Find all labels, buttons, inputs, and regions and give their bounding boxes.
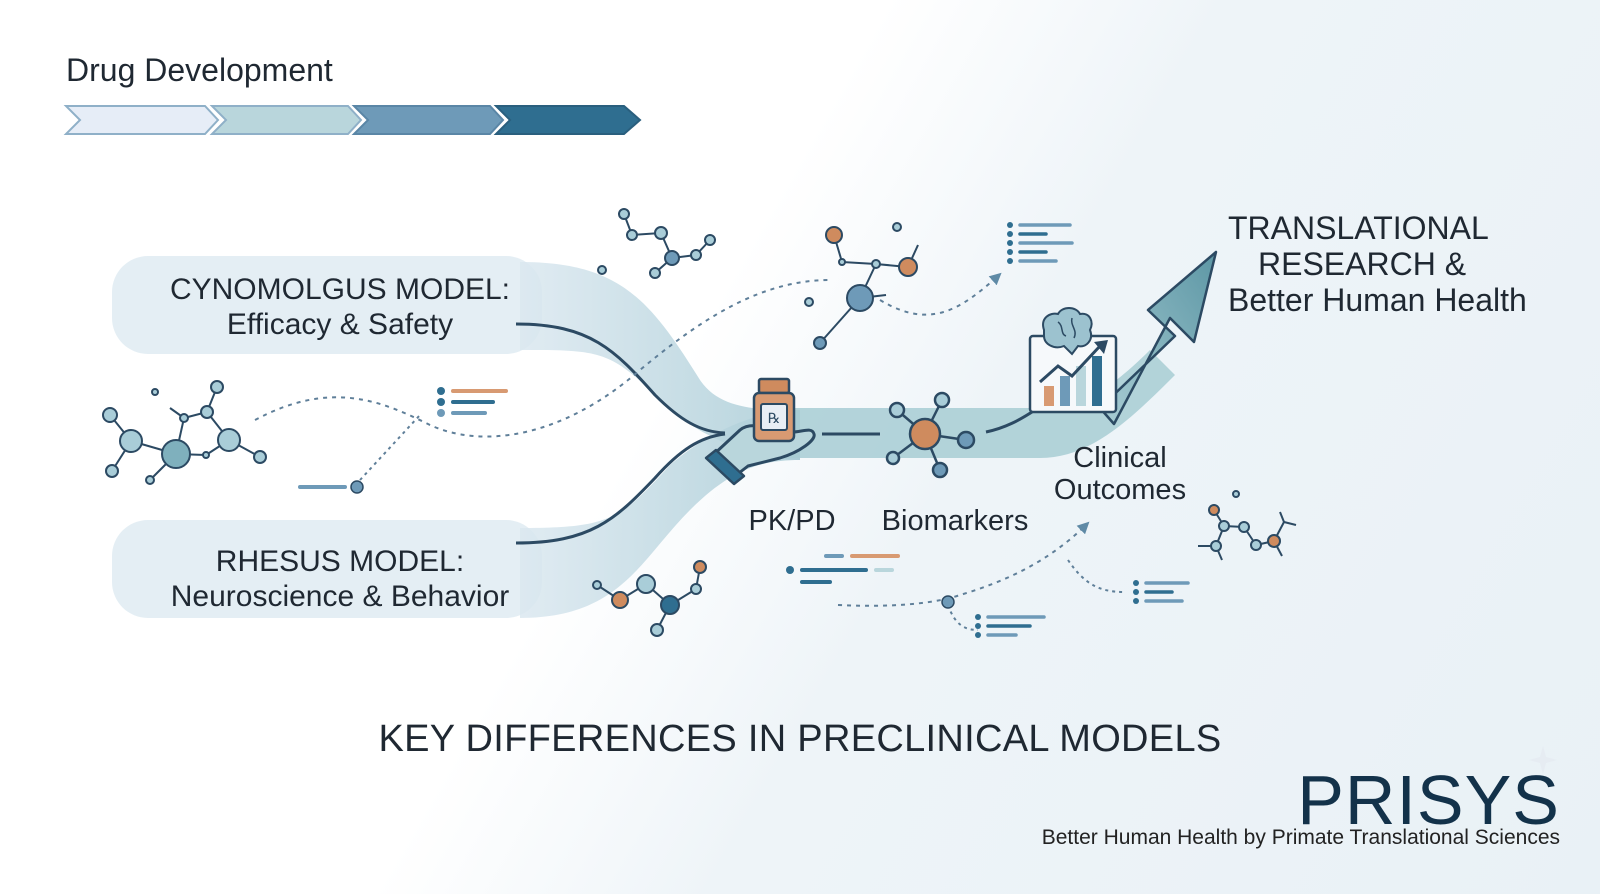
flow-line-upper: [515, 322, 726, 435]
pkpd-label: PK/PD: [748, 505, 836, 537]
brain-icon: [1042, 307, 1093, 356]
growth-chart-icon: [1028, 334, 1118, 414]
goal-line3: Better Human Health: [1228, 282, 1527, 318]
biomarker-molecule-icon: [885, 391, 976, 479]
goal-line1: TRANSLATIONAL: [1228, 210, 1489, 246]
molecule-icon: [102, 380, 267, 485]
molecule-icon: [597, 208, 716, 279]
chevron-stage-3: [351, 105, 505, 135]
data-lines-4: [1133, 580, 1190, 604]
dotted-connector-2: [879, 272, 1002, 316]
data-lines-1: [437, 387, 508, 417]
dotted-connector-6: [1067, 559, 1126, 593]
stage-chevrons: [63, 105, 642, 135]
chevron-stage-2: [209, 105, 363, 135]
brand-tagline: Better Human Health by Primate Translati…: [1041, 826, 1560, 849]
prescription-bottle-icon: ℞: [752, 377, 796, 443]
molecule-icon: [804, 222, 919, 350]
cynomolgus-band: [520, 262, 800, 460]
cynomolgus-model-label: CYNOMOLGUS MODEL: Efficacy & Safety: [100, 272, 580, 342]
clinical-outcomes-line2: Outcomes: [1053, 474, 1187, 506]
flow-line-lower: [515, 432, 726, 545]
chevron-stage-1: [63, 105, 220, 135]
cynomolgus-model-focus: Efficacy & Safety: [226, 308, 454, 341]
translational-arrow-icon: [1098, 250, 1218, 426]
clinical-outcomes-label: Clinical Outcomes: [1020, 442, 1220, 506]
cynomolgus-panel: [112, 256, 542, 354]
chevron-stage-4: [493, 105, 642, 135]
goal-line2: RESEARCH &: [1258, 246, 1467, 282]
rhesus-model-title: RHESUS MODEL:: [215, 545, 465, 578]
rhesus-panel: [112, 520, 542, 618]
stage-title: Drug Development: [66, 52, 333, 88]
data-lines-2: [1007, 222, 1074, 264]
dotted-connector-1: [254, 279, 831, 438]
data-lines-3: [786, 554, 900, 584]
rhesus-model-focus: Neuroscience & Behavior: [170, 580, 510, 613]
sparkle-icon: [1529, 746, 1557, 774]
main-title: KEY DIFFERENCES IN PRECLINICAL MODELS: [378, 718, 1222, 760]
brand-logo: PRISYS: [1297, 761, 1560, 839]
molecule-icon: [592, 560, 707, 637]
cynomolgus-model-title: CYNOMOLGUS MODEL:: [169, 273, 511, 306]
biomarkers-label: Biomarkers: [881, 505, 1029, 537]
dotted-connector-4: [837, 521, 1090, 607]
clinical-outcomes-line1: Clinical: [1073, 442, 1167, 474]
rhesus-model-label: RHESUS MODEL: Neuroscience & Behavior: [100, 544, 580, 614]
pipeline-band: [790, 350, 1175, 458]
dotted-connector-5: [947, 604, 979, 631]
dotted-connector-3: [359, 414, 421, 481]
data-lines-5: [975, 614, 1046, 638]
svg-text:℞: ℞: [768, 411, 781, 427]
translational-goal-label: TRANSLATIONAL RESEARCH & Better Human He…: [1228, 210, 1568, 318]
molecule-icon: [1198, 490, 1297, 561]
